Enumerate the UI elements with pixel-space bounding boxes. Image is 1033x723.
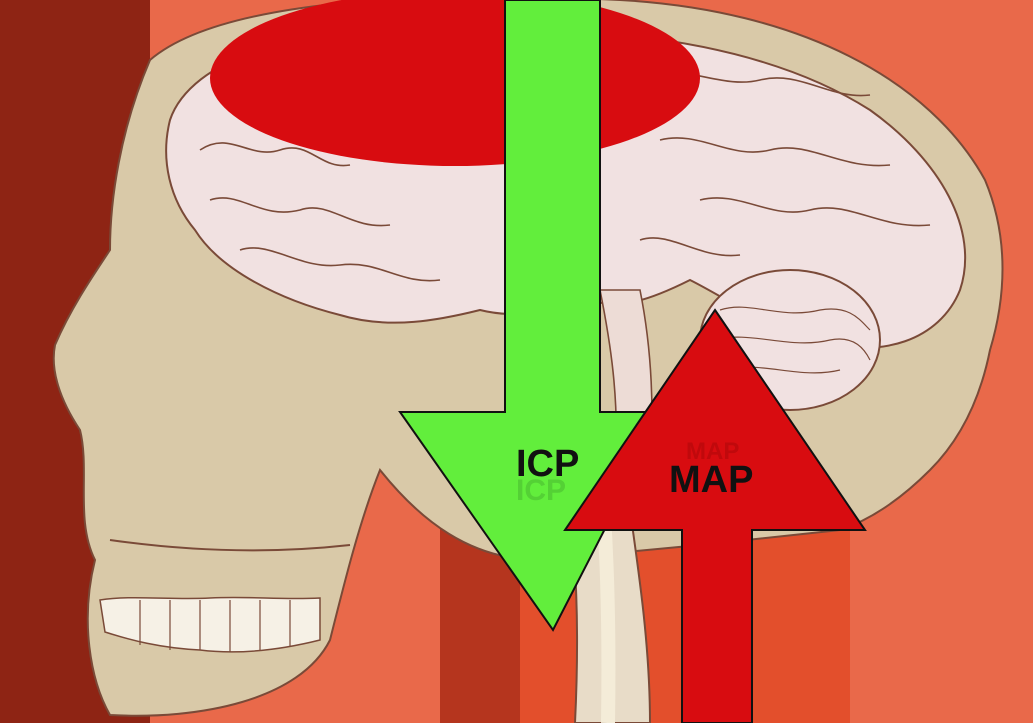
icp-label: ICP xyxy=(516,445,579,483)
map-label: MAP xyxy=(669,461,753,499)
